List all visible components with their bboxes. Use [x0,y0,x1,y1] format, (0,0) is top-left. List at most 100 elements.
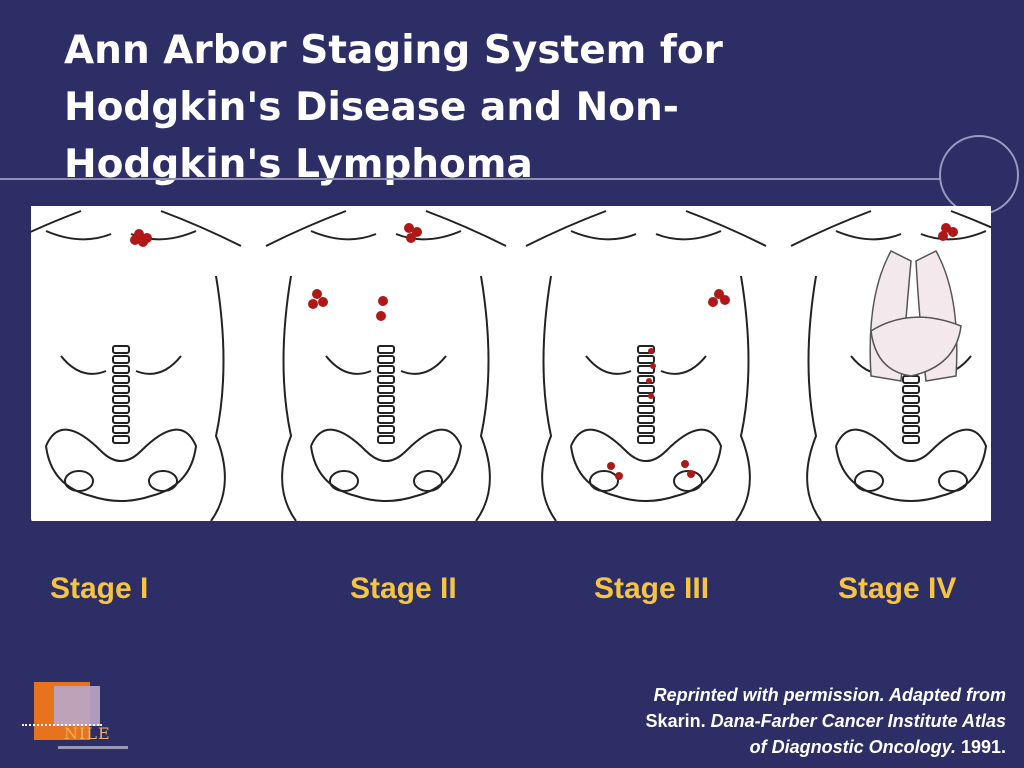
torso-1 [31,210,242,521]
vertebra [112,385,130,394]
vertebra [902,415,920,424]
pelvis-outline [835,428,988,502]
vertebra [637,365,655,374]
stage-4-organs [869,250,962,382]
hip-joint [673,470,703,492]
torso-left-side [806,275,822,521]
lymph-node [687,470,695,478]
vertebra [637,435,655,444]
hip-joint [413,470,443,492]
torso-diagrams [31,210,991,521]
lymph-node [948,227,958,237]
hip-joint [64,470,94,492]
decorative-ring [939,135,1019,215]
rib-line [60,355,182,375]
vertebra [902,435,920,444]
stage-1-nodes [130,229,152,247]
lymph-node [406,233,416,243]
torso-left-side [281,275,297,521]
lymph-node [681,460,689,468]
rib-line [325,355,447,375]
lymph-node [130,235,140,245]
vertebra [112,365,130,374]
vertebra [377,355,395,364]
vertebra [637,405,655,414]
vertebra [377,415,395,424]
collarbone-line [310,230,462,241]
vertebra [902,405,920,414]
citation-line-3: of Diagnostic Oncology. 1991. [536,734,1006,760]
slide-title: Ann Arbor Staging System for Hodgkin's D… [64,22,884,193]
hip-joint [329,470,359,492]
hip-joint [589,470,619,492]
title-line-2: Hodgkin's Disease and Non- [64,85,679,130]
stage-label-4: Stage IV [838,572,957,605]
stage-label-1: Stage I [50,572,149,605]
vertebra [112,375,130,384]
liver [870,316,962,377]
lymph-node [308,299,318,309]
vertebra [637,385,655,394]
vertebra [377,385,395,394]
stage-label-2: Stage II [350,572,457,605]
collarbone-line [45,230,197,241]
torso-right-side [735,275,751,521]
citation-source-cont: of Diagnostic Oncology. [749,737,956,757]
citation: Reprinted with permission. Adapted from … [536,682,1006,760]
title-line-1: Ann Arbor Staging System for [64,28,723,73]
vertebra [902,385,920,394]
hip-joint [938,470,968,492]
shoulder-line [265,210,507,247]
torso-3 [525,210,767,521]
vertebra [377,365,395,374]
torso-left-side [541,275,557,521]
nile-logo: NILE [22,680,132,760]
citation-line-2: Skarin. Dana-Farber Cancer Institute Atl… [536,708,1006,734]
torso-right-side [475,275,491,521]
vertebra [637,415,655,424]
lymph-node [312,289,322,299]
pelvis-outline [310,428,463,502]
vertebra [112,355,130,364]
logo-image-icon [54,686,100,726]
shoulder-line [31,210,242,247]
shoulder-line [525,210,767,247]
torso-2 [265,210,507,521]
logo-text: NILE [64,724,111,743]
lymph-node [615,472,623,480]
stage-2-nodes [308,223,422,321]
vertebra [377,405,395,414]
shoulder-line [790,210,991,247]
collarbone-line [835,230,987,241]
vertebra [112,395,130,404]
stage-3-nodes [607,289,730,480]
collarbone-line [570,230,722,241]
title-divider [0,178,940,180]
hip-joint [854,470,884,492]
vertebra [377,345,395,354]
citation-source: Dana-Farber Cancer Institute Atlas [710,711,1006,731]
lymph-node [648,393,654,399]
lymph-node [646,378,652,384]
lymph-node [607,462,615,470]
lymph-node [404,223,414,233]
lymph-node [648,348,654,354]
vertebra [637,375,655,384]
vertebra [637,355,655,364]
lymph-node [318,297,328,307]
vertebra [637,345,655,354]
vertebra [637,395,655,404]
stage-label-3: Stage III [594,572,710,605]
lymph-node [650,363,656,369]
staging-illustration [31,206,991,521]
pelvis-outline [45,428,198,502]
vertebra [377,395,395,404]
vertebra [902,375,920,384]
vertebra [112,415,130,424]
lymph-node [938,231,948,241]
stage-4-nodes [938,223,958,241]
torso-right-side [210,275,226,521]
vertebra [377,435,395,444]
citation-line-1: Reprinted with permission. Adapted from [653,685,1006,705]
vertebra [112,435,130,444]
